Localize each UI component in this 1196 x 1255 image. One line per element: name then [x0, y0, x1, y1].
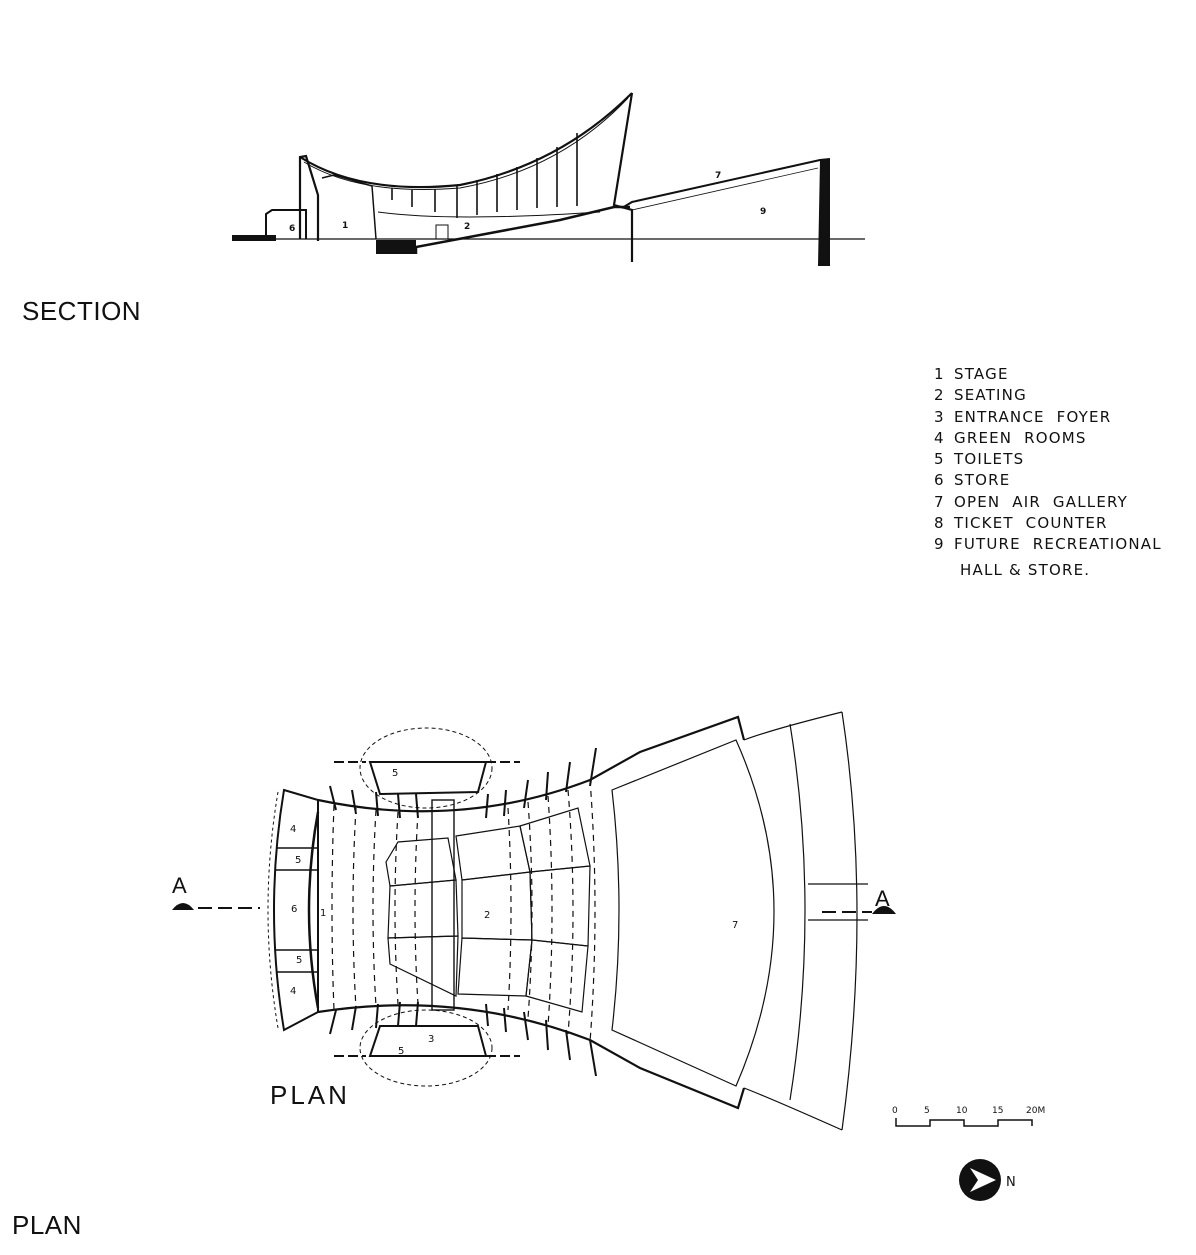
section-label-7: 7 — [715, 171, 721, 181]
legend-item-continuation: HALL & STORE. — [960, 560, 1091, 579]
plan-room-label: 2 — [484, 910, 490, 921]
scale-tick: 0 — [892, 1106, 898, 1116]
plan-title: PLAN — [270, 1080, 350, 1110]
plan-room-label: 6 — [291, 904, 297, 915]
plan-room-label: 4 — [290, 986, 296, 997]
section-drawing: 6 1 2 7 9 — [232, 92, 865, 266]
scale-tick: 15 — [992, 1106, 1003, 1116]
section-label-2: 2 — [464, 222, 470, 232]
plan-room-label: 5 — [295, 855, 301, 866]
plan-room-label: 3 — [428, 1034, 434, 1045]
section-label-9: 9 — [760, 207, 766, 217]
plan-room-label: 4 — [290, 824, 296, 835]
section-label-1: 1 — [342, 221, 348, 231]
plan-room-label: 5 — [392, 768, 398, 779]
section-marker-right: A — [875, 886, 890, 911]
scale-tick: 10 — [956, 1106, 968, 1116]
north-arrow-icon: N — [959, 1159, 1016, 1201]
north-label: N — [1006, 1175, 1016, 1190]
section-marker-left: A — [172, 873, 187, 898]
plan-room-label: 1 — [320, 908, 326, 919]
plan-room-label: 5 — [398, 1046, 404, 1057]
section-title: SECTION — [22, 296, 142, 326]
scale-tick: 20M — [1026, 1106, 1045, 1116]
scale-bar: 0 5 10 15 20M — [892, 1106, 1045, 1127]
page-caption: PLAN — [12, 1210, 82, 1240]
scale-tick: 5 — [924, 1106, 930, 1116]
plan-room-label: 7 — [732, 920, 738, 931]
plan-drawing: A A 4 5 6 5 4 1 2 3 5 5 7 — [172, 711, 896, 1131]
plan-room-label: 5 — [296, 955, 302, 966]
section-label-6: 6 — [289, 224, 295, 234]
